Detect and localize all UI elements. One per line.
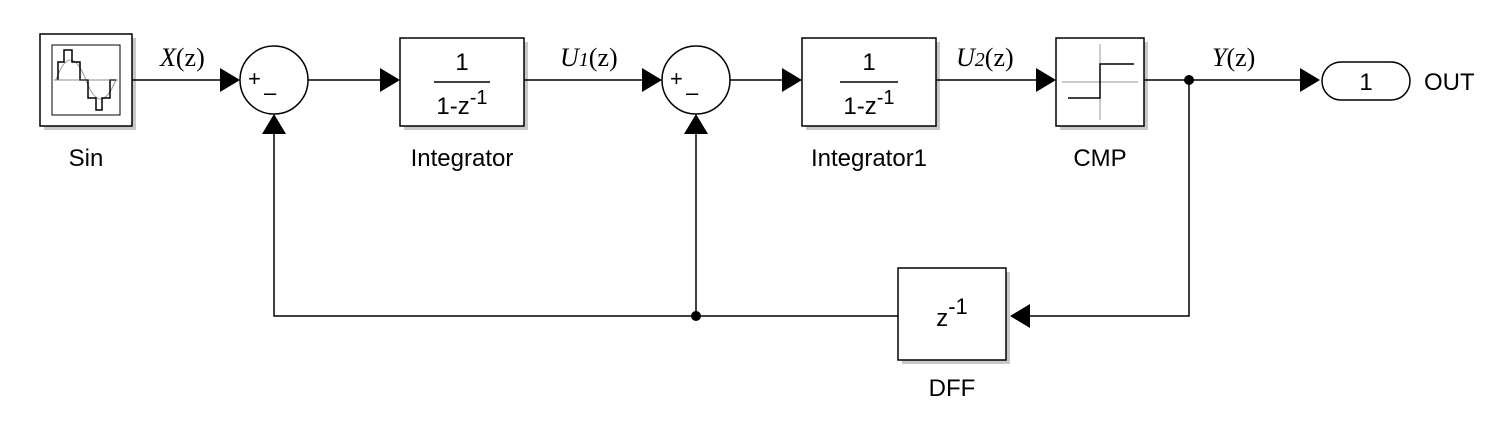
signal-u2-arg: (z) xyxy=(985,43,1014,72)
integrator1-numerator: 1 xyxy=(862,49,875,76)
dff-exp: -1 xyxy=(948,294,968,319)
arrow-into-integrator xyxy=(380,68,400,92)
signal-x-name: X xyxy=(159,43,177,72)
integrator-numerator: 1 xyxy=(455,49,468,76)
dff-label: DFF xyxy=(929,375,976,402)
sum2-plus-sign: + xyxy=(670,66,683,91)
out-port-number: 1 xyxy=(1359,69,1372,96)
arrow-into-sum1 xyxy=(220,68,240,92)
relay-characteristic-icon xyxy=(1062,44,1138,120)
arrow-into-sum1-feedback xyxy=(262,114,286,134)
integrator-denominator-base: 1-z xyxy=(436,93,469,120)
signal-u2-name: U xyxy=(956,43,977,72)
wire-dff-to-sum1 xyxy=(273,130,898,317)
sine-wave-icon xyxy=(51,44,121,116)
cmp-label: CMP xyxy=(1073,145,1126,172)
dff-transfer-function: z-1 xyxy=(936,294,968,332)
arrow-into-out xyxy=(1300,68,1320,92)
sum1-block[interactable]: + – xyxy=(239,45,309,115)
arrow-into-sum2-feedback xyxy=(684,114,708,134)
branch-point-feedback xyxy=(691,311,701,321)
sum2-minus-sign: – xyxy=(686,80,699,105)
signal-u2-sub: 2 xyxy=(975,49,985,71)
sin-label: Sin xyxy=(69,145,104,172)
signal-u1-sub: 1 xyxy=(579,49,589,71)
integrator1-denominator-exp: -1 xyxy=(877,87,895,109)
out-label: OUT xyxy=(1424,69,1475,96)
integrator1-denominator: 1-z-1 xyxy=(843,87,894,120)
signal-label-x: X(z) xyxy=(159,43,205,72)
integrator1-label: Integrator1 xyxy=(811,145,927,172)
sin-block[interactable] xyxy=(39,33,136,130)
integrator-denominator: 1-z-1 xyxy=(436,87,487,120)
integrator1-block[interactable]: 1 1-z-1 xyxy=(801,37,940,130)
dff-block[interactable]: z-1 xyxy=(897,267,1010,364)
sum1-plus-sign: + xyxy=(248,66,261,91)
signal-label-y: Y(z) xyxy=(1212,43,1255,72)
signal-label-u2: U2(z) xyxy=(956,43,1014,72)
signal-u1-name: U xyxy=(560,43,581,72)
sum1-minus-sign: – xyxy=(264,80,277,105)
integrator-label: Integrator xyxy=(411,145,514,172)
arrow-into-cmp xyxy=(1036,68,1056,92)
signal-u1-arg: (z) xyxy=(589,43,618,72)
arrow-into-dff xyxy=(1010,304,1030,328)
integrator1-denominator-base: 1-z xyxy=(843,93,876,120)
out-port-block[interactable]: 1 xyxy=(1321,61,1411,101)
wire-y-down-to-dff xyxy=(1026,80,1190,317)
integrator-denominator-exp: -1 xyxy=(470,87,488,109)
signal-y-name: Y xyxy=(1212,43,1229,72)
arrow-into-sum2 xyxy=(642,68,662,92)
signal-x-arg: (z) xyxy=(176,43,205,72)
arrow-into-integrator1 xyxy=(782,68,802,92)
signal-label-u1: U1(z) xyxy=(560,43,618,72)
signal-y-arg: (z) xyxy=(1226,43,1255,72)
sum2-block[interactable]: + – xyxy=(661,45,731,115)
integrator-block[interactable]: 1 1-z-1 xyxy=(399,37,528,130)
dff-base: z xyxy=(936,305,948,332)
cmp-block[interactable] xyxy=(1055,37,1148,130)
